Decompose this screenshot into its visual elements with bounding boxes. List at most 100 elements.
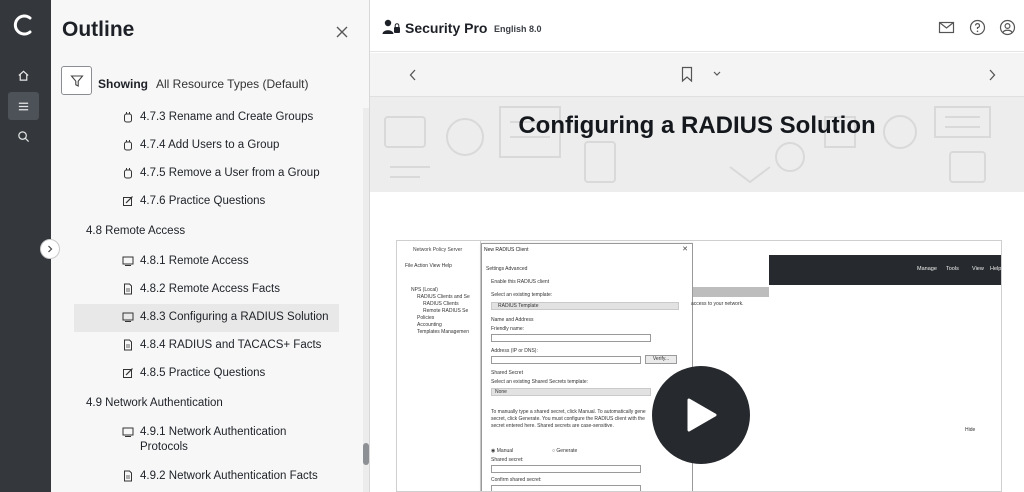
nps-tree-item: Templates Managemen: [417, 329, 469, 335]
outline-item-label: 4.7.5 Remove a User from a Group: [140, 167, 320, 179]
outline-item-4-8-3[interactable]: 4.8.3 Configuring a RADIUS Solution: [74, 304, 339, 332]
chevron-right-icon: [48, 245, 53, 253]
dialog-close-icon: ✕: [682, 246, 688, 253]
nps-window: Network Policy Server File Action View H…: [397, 241, 481, 491]
expand-panel-button[interactable]: [40, 239, 60, 259]
nps-tree-item: RADIUS Clients: [423, 301, 459, 307]
info-line-2: secret, click Generate. You must configu…: [491, 416, 645, 422]
nps-menu: File Action View Help: [405, 263, 452, 269]
nps-tree-item: RADIUS Clients and Se: [417, 294, 470, 300]
name-address-heading: Name and Address: [491, 317, 534, 323]
outline-item-label: 4.9.1 Network Authentication: [140, 426, 287, 438]
dialog-tabs: Settings Advanced: [486, 266, 528, 272]
next-icon[interactable]: [987, 68, 997, 82]
outline-item-4-7-4[interactable]: 4.7.4 Add Users to a Group: [122, 138, 279, 153]
nps-tree-item: NPS (Local): [411, 287, 438, 293]
outline-section-label: 4.8 Remote Access: [86, 225, 186, 237]
server-manager-window: Manage Tools View Help access to your ne…: [691, 241, 1001, 491]
previous-icon[interactable]: [408, 68, 418, 82]
verify-button: Verify...: [645, 355, 677, 364]
generate-radio-label: ○ Generate: [552, 448, 578, 454]
outline-item-4-7-5[interactable]: 4.7.5 Remove a User from a Group: [122, 166, 320, 181]
rail-search-button[interactable]: [8, 122, 39, 150]
document-icon: [124, 339, 132, 351]
outline-panel: Outline Showing All Resource Types (Defa…: [51, 0, 370, 492]
play-button[interactable]: [652, 366, 750, 464]
friendly-name-field: [491, 334, 651, 342]
outline-item-4-8-5[interactable]: 4.8.5 Practice Questions: [122, 366, 265, 381]
template-select: RADIUS Template: [491, 302, 679, 310]
video-icon: [122, 427, 134, 437]
video-icon: [122, 256, 134, 266]
outline-section-label: 4.9 Network Authentication: [86, 397, 223, 409]
server-menu-tools: Tools: [946, 266, 959, 272]
nps-tree-item: Remote RADIUS Se: [423, 308, 469, 314]
shared-secret-label: Shared secret:: [491, 457, 524, 463]
lab-icon: [124, 140, 132, 151]
lesson-title: Configuring a RADIUS Solution: [518, 112, 876, 139]
info-line-1: To manually type a shared secret, click …: [491, 409, 646, 415]
rail-home-button[interactable]: [8, 61, 39, 89]
outline-list-icon: [18, 102, 29, 110]
document-icon: [124, 470, 132, 482]
outline-scrollbar-thumb[interactable]: [363, 443, 369, 465]
outline-item-4-7-6[interactable]: 4.7.6 Practice Questions: [122, 194, 265, 209]
server-gray-strip: [693, 287, 769, 297]
outline-section-4-9[interactable]: 4.9 Network Authentication: [86, 396, 223, 411]
outline-item-label: 4.8.3 Configuring a RADIUS Solution: [140, 311, 329, 323]
outline-item-4-7-3[interactable]: 4.7.3 Rename and Create Groups: [122, 110, 313, 125]
filter-value[interactable]: All Resource Types (Default): [156, 77, 309, 91]
dialog-title: New RADIUS Client: [484, 247, 529, 253]
search-icon: [18, 130, 30, 142]
shared-secret-template-label: Select an existing Shared Secrets templa…: [491, 379, 588, 385]
close-icon: [336, 26, 348, 38]
outline-item-label: 4.7.3 Rename and Create Groups: [140, 111, 314, 123]
outline-item-label: 4.8.1 Remote Access: [140, 255, 249, 267]
outline-item-4-9-1[interactable]: 4.9.1 Network Authentication Protocols: [122, 425, 286, 455]
outline-item-4-8-4[interactable]: 4.8.4 RADIUS and TACACS+ Facts: [122, 338, 321, 353]
outline-item-4-9-2[interactable]: 4.9.2 Network Authentication Facts: [122, 469, 318, 484]
app-version: English 8.0: [494, 24, 542, 34]
manual-radio-label: ◉ Manual: [491, 448, 514, 454]
rail-outline-button[interactable]: [8, 92, 39, 120]
outline-scrollbar[interactable]: [363, 108, 369, 492]
outline-title: Outline: [62, 18, 135, 41]
generate-label: Generate: [556, 448, 578, 454]
outline-item-4-8-1[interactable]: 4.8.1 Remote Access: [122, 254, 249, 269]
enable-client-label: Enable this RADIUS client: [491, 279, 550, 285]
home-icon: [18, 70, 29, 81]
lesson-banner: Configuring a RADIUS Solution: [370, 97, 1024, 192]
bookmark-icon[interactable]: [680, 66, 694, 83]
secret-template-select: None: [491, 388, 651, 396]
video-player[interactable]: Network Policy Server File Action View H…: [396, 240, 1002, 492]
outline-item-4-8-2[interactable]: 4.8.2 Remote Access Facts: [122, 282, 280, 297]
outline-item-label: 4.8.2 Remote Access Facts: [140, 283, 280, 295]
confirm-secret-field: [491, 485, 641, 491]
filter-icon: [69, 74, 84, 87]
outline-item-label-wrap: 4.9.1 Network Authentication Protocols: [140, 425, 286, 455]
video-icon: [122, 312, 134, 322]
mail-icon[interactable]: [938, 19, 955, 36]
outline-section-4-8[interactable]: 4.8 Remote Access: [86, 224, 185, 239]
lab-icon: [124, 112, 132, 123]
play-icon: [687, 398, 717, 432]
server-menu-view: View: [972, 266, 984, 272]
document-icon: [124, 283, 132, 295]
outline-item-label: 4.8.4 RADIUS and TACACS+ Facts: [140, 339, 322, 351]
outline-item-label: 4.9.2 Network Authentication Facts: [140, 470, 318, 482]
help-icon[interactable]: [969, 19, 986, 36]
nps-window-title: Network Policy Server: [413, 247, 463, 253]
chevron-down-icon[interactable]: [712, 70, 722, 78]
outline-item-label: 4.7.6 Practice Questions: [140, 195, 266, 207]
shared-secret-field: [491, 465, 641, 473]
confirm-secret-label: Confirm shared secret:: [491, 477, 542, 483]
close-outline-button[interactable]: [334, 24, 350, 40]
nps-tree-item: Accounting: [417, 322, 442, 328]
filter-button[interactable]: [61, 66, 92, 95]
account-icon[interactable]: [999, 19, 1016, 36]
manual-label: Manual: [496, 448, 514, 454]
app-logo-icon[interactable]: [12, 12, 38, 38]
outline-item-label: 4.7.4 Add Users to a Group: [140, 139, 280, 151]
quiz-icon: [123, 196, 133, 206]
outline-item-label: 4.8.5 Practice Questions: [140, 367, 266, 379]
